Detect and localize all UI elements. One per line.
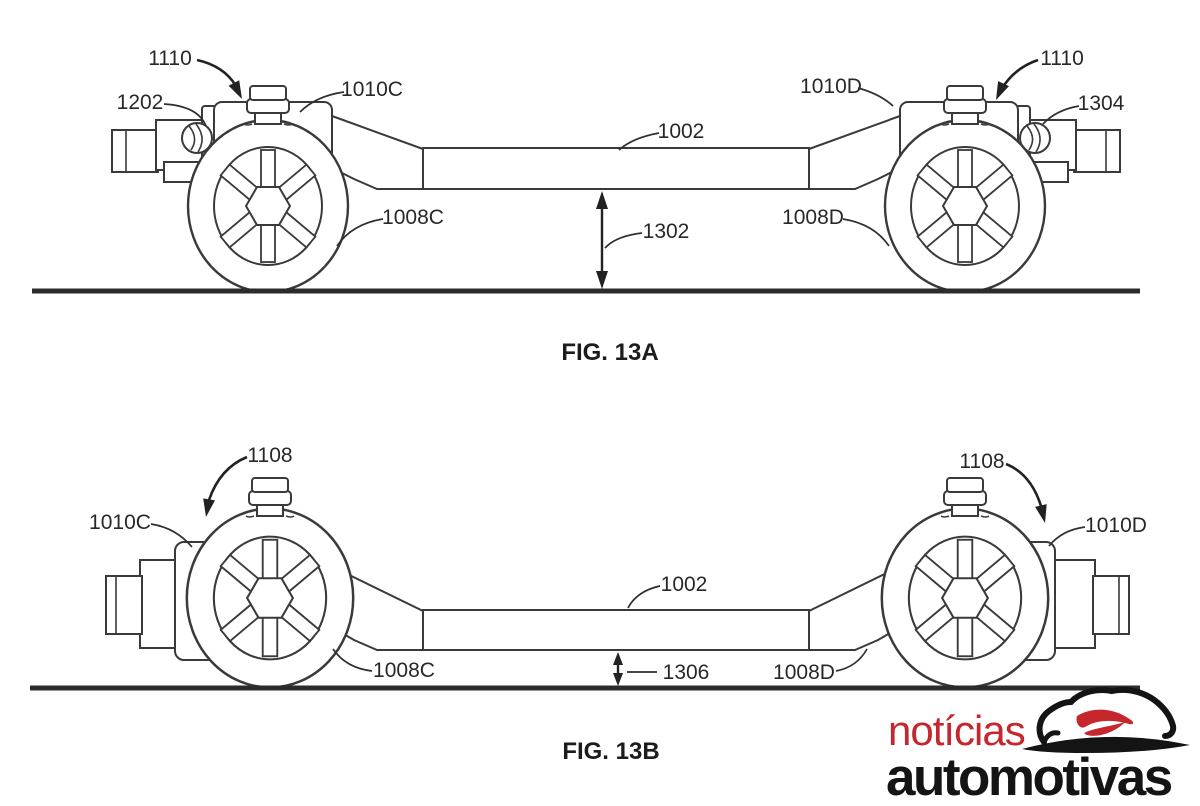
leader-1202	[163, 103, 207, 127]
leader-1002	[618, 132, 660, 151]
ride-height-arrow	[613, 652, 623, 686]
ref-1010c: 1010C	[89, 511, 151, 534]
car-front-curl	[1041, 730, 1061, 745]
watermark-word-automotivas: automotivas	[886, 748, 1172, 806]
ref-1110-right: 1110	[1040, 47, 1084, 70]
red-swoosh-upper	[1076, 709, 1134, 728]
car-icon	[1022, 686, 1190, 753]
axle-left	[105, 559, 183, 649]
leader-1010d	[1048, 526, 1086, 547]
leader-1108-right	[1005, 462, 1043, 507]
watermark-word-noticias: notícias	[888, 707, 1025, 754]
figure-13b-caption: FIG. 13B	[562, 738, 659, 765]
arrowhead-1108-right	[1035, 504, 1047, 523]
watermark-logo: notícias automotivas	[886, 686, 1190, 806]
ref-1202: 1202	[117, 91, 164, 114]
figure-13b: 1108 1010C 1008C 1002 1306 1008D 1108 10…	[30, 444, 1147, 765]
arrowhead-1108-left	[203, 498, 215, 517]
figure-13a-caption: FIG. 13A	[561, 339, 658, 366]
ref-1008d: 1008D	[773, 661, 835, 684]
arrowhead-1110-left	[228, 80, 242, 99]
leader-1008c	[332, 648, 373, 672]
leader-1008c	[336, 218, 384, 247]
ref-1108-right: 1108	[959, 450, 1004, 473]
ride-height-arrow	[596, 191, 608, 289]
figure-13a: 1110 1202 1010C 1002 1010D 1110 1304 100…	[32, 47, 1140, 366]
ref-1002: 1002	[658, 120, 705, 143]
leader-1002	[627, 585, 661, 609]
leader-1304	[1042, 105, 1080, 125]
leader-1302	[604, 232, 643, 249]
leader-1010c	[150, 523, 193, 548]
axle-right	[1052, 559, 1130, 649]
ref-1008c: 1008C	[382, 206, 444, 229]
chassis-beam	[422, 609, 810, 651]
leader-1010c	[299, 91, 345, 113]
ref-1108-left: 1108	[247, 444, 292, 467]
wheel-right	[883, 118, 1047, 294]
ref-1010d: 1010D	[800, 75, 862, 98]
leader-1008d	[842, 218, 890, 247]
chassis-beam	[422, 147, 810, 190]
ref-1002: 1002	[661, 573, 708, 596]
ref-1010c: 1010C	[341, 78, 403, 101]
wheel-left	[185, 507, 355, 689]
leader-1010d	[857, 87, 894, 107]
ref-1304: 1304	[1078, 92, 1125, 115]
car-base-swoosh	[1022, 736, 1190, 753]
wheel-right	[880, 507, 1050, 689]
wheel-left	[186, 118, 350, 294]
leader-1108-left	[207, 455, 248, 501]
suspension-arm-right	[808, 114, 901, 190]
arrowhead-1110-right	[996, 81, 1009, 100]
suspension-arm-left	[331, 114, 424, 190]
ref-1110-left: 1110	[148, 47, 192, 70]
ref-1302: 1302	[643, 220, 690, 243]
leader-1008d	[835, 648, 868, 672]
car-outline	[1036, 686, 1177, 745]
ref-1008c: 1008C	[373, 659, 435, 682]
ref-1010d: 1010D	[1085, 514, 1147, 537]
ref-1306: 1306	[663, 661, 710, 684]
ref-1008d: 1008D	[782, 206, 844, 229]
red-swoosh-lower	[1084, 722, 1125, 736]
leader-1110-left	[196, 58, 238, 87]
